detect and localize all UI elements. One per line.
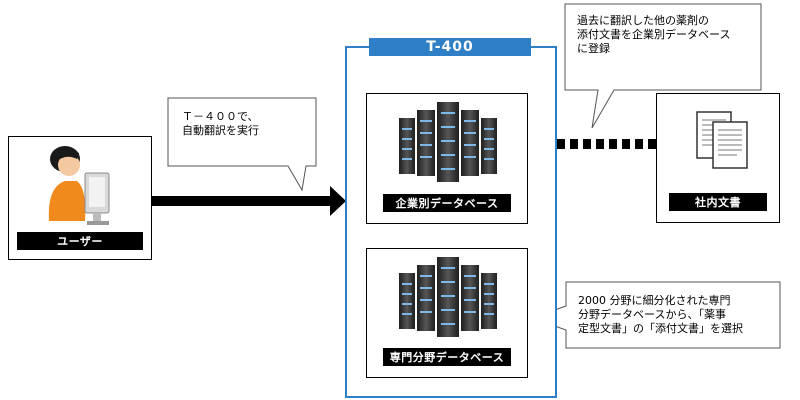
callout-execute-text: Ｔ－４００で、 自動翻訳を実行 [182, 110, 259, 137]
company-database-panel: 企業別データベース [366, 93, 528, 224]
internal-docs-panel: 社内文書 [656, 93, 780, 223]
callout-select-outline [530, 281, 781, 349]
callout-register-outline [564, 3, 762, 129]
documents-icon [696, 111, 748, 169]
callout-execute-outline [167, 97, 317, 192]
company-database-label: 企業別データベース [383, 194, 511, 212]
server-rack-icon [399, 102, 497, 182]
user-label: ユーザー [17, 232, 143, 250]
callout-select-text: 2000 分野に細分化された専門 分野データベースから、「薬事 定型文書」の「添… [578, 294, 743, 335]
callout-register-text: 過去に翻訳した他の薬剤の 添付文書を企業別データベース に登録 [577, 14, 731, 55]
internal-docs-label: 社内文書 [669, 193, 767, 211]
user-at-computer-icon [48, 146, 110, 225]
t400-title: T-400 [369, 38, 531, 56]
specialty-database-panel: 専門分野データベース [366, 248, 528, 378]
user-panel: ユーザー [8, 136, 152, 260]
execute-arrow [152, 186, 346, 216]
specialty-database-label: 専門分野データベース [383, 348, 511, 366]
server-rack-icon [399, 257, 497, 337]
